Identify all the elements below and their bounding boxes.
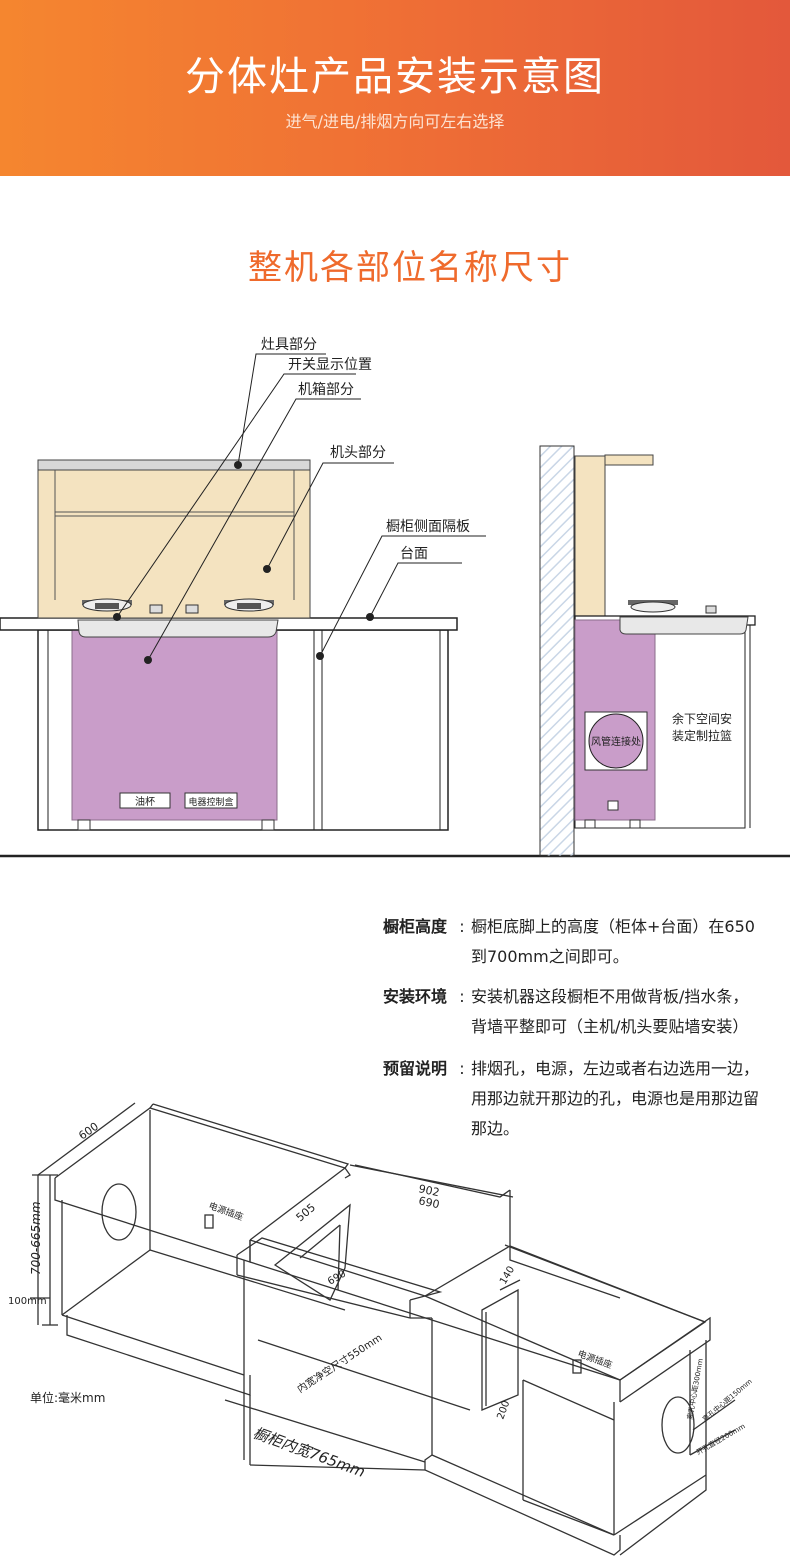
front-view: 油杯 电器控制盒 灶具部分 开关显示位置 机箱部分 机头部分 橱柜侧面隔板 台面 <box>0 337 790 858</box>
label-remaining-space-2: 装定制拉篮 <box>672 728 732 743</box>
note-reserve: 预留说明: 排烟孔，电源，左边或者右边选用一边，用那边就开那边的孔，电源也是用那… <box>383 1059 760 1138</box>
label-stove-part: 灶具部分 <box>261 337 317 353</box>
page-subtitle: 进气/进电/排烟方向可左右选择 <box>285 112 505 131</box>
dim-inner-top: 690 <box>417 1194 440 1211</box>
label-head-part: 机头部分 <box>330 445 386 461</box>
label-countertop: 台面 <box>400 546 428 562</box>
dim-cabinet-inner: 橱柜内宽765mm <box>251 1424 368 1481</box>
installation-diagram: 油杯 电器控制盒 灶具部分 开关显示位置 机箱部分 机头部分 橱柜侧面隔板 台面 <box>0 337 790 858</box>
dim-hole-center-side: 离孔中心距150mm <box>701 1377 754 1424</box>
label-remaining-space-1: 余下空间安 <box>672 711 732 726</box>
duct-hole-icon <box>588 713 644 769</box>
label-side-panel: 橱柜侧面隔板 <box>386 519 470 535</box>
cabinet-isometric-diagram: 600 700-665mm 100mm 902 690 505 690 140 … <box>8 1102 754 1556</box>
dim-top-width: 902 <box>417 1182 440 1199</box>
page-title: 分体灶产品安装示意图 <box>185 54 605 100</box>
hood-head <box>37 459 311 619</box>
burner-right-icon <box>224 598 274 612</box>
dim-height: 700-665mm <box>29 1201 43 1275</box>
burner-left-icon <box>82 598 132 612</box>
side-view: 风管连接处 余下空间安 装定制拉篮 <box>539 445 756 857</box>
label-duct-connection: 风管连接处 <box>591 735 641 748</box>
oil-cup-label: 油杯 <box>135 795 155 808</box>
header-banner: 分体灶产品安装示意图 进气/进电/排烟方向可左右选择 <box>0 0 790 176</box>
install-notes: 橱柜高度: 橱柜底脚上的高度（柜体+台面）在650到700mm之间即可。 安装环… <box>383 912 763 1154</box>
dim-inner-clear: 内宽净空尺寸550mm <box>295 1331 385 1396</box>
dim-200: 200 <box>495 1399 512 1421</box>
note-install-env: 安装环境: 安装机器这段橱柜不用做背板/挡水条，背墙平整即可（主机/机头要贴墙安… <box>383 987 749 1036</box>
note-cabinet-height: 橱柜高度: 橱柜底脚上的高度（柜体+台面）在650到700mm之间即可。 <box>383 917 755 966</box>
control-box-label: 电器控制盒 <box>188 796 233 808</box>
label-cabinet-box: 机箱部分 <box>298 382 354 398</box>
cabinet-box <box>71 619 278 821</box>
dim-leg: 100mm <box>8 1296 47 1307</box>
dim-hole-diameter: 开孔直径200mm <box>695 1421 747 1456</box>
dim-depth: 600 <box>76 1120 101 1143</box>
label-switch-display: 开关显示位置 <box>288 357 372 373</box>
wall <box>539 445 575 857</box>
unit-label: 单位:毫米mm <box>30 1390 105 1405</box>
section-title: 整机各部位名称尺寸 <box>248 248 572 288</box>
dim-hole-center-top: 离孔中心距300mm <box>685 1358 705 1421</box>
